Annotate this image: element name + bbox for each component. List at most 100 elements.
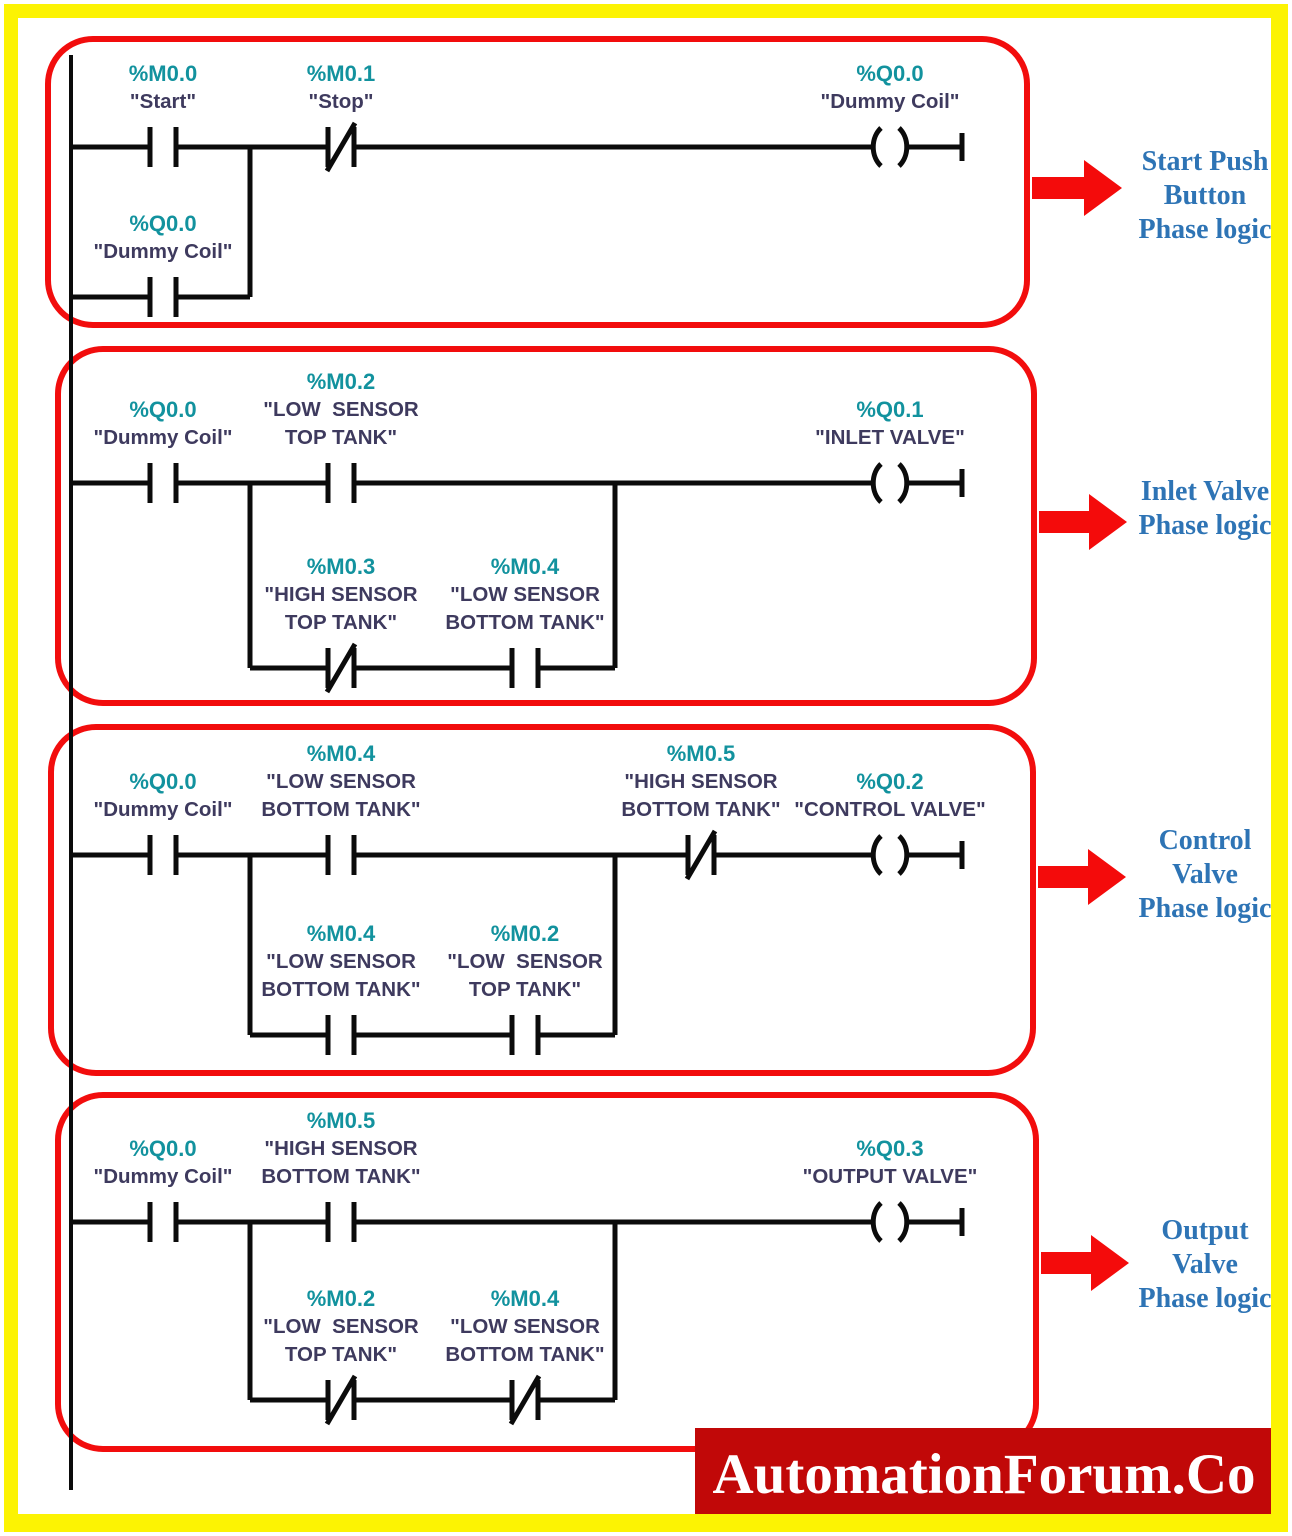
- page-border-bottom: [4, 1514, 1288, 1532]
- tag-address: %M0.4: [306, 741, 376, 766]
- tag-name: BOTTOM TANK": [261, 798, 421, 821]
- annotation-line: Phase logic: [1138, 893, 1272, 924]
- coil-icon: [870, 834, 910, 876]
- annotation-line: Valve: [1172, 859, 1238, 890]
- tag-address: %Q0.0: [129, 397, 197, 422]
- rung-1-annotation: Start Push Button Phase logic: [1115, 145, 1292, 247]
- tag-name: "HIGH SENSOR: [264, 1137, 418, 1160]
- no-contact-icon: [509, 648, 541, 688]
- tag-address: %Q0.0: [129, 769, 197, 794]
- rung-3-annotation: Control Valve Phase logic: [1115, 824, 1292, 926]
- no-contact-icon: [147, 463, 179, 503]
- tag-address: %Q0.0: [129, 1136, 197, 1161]
- tag-name: "HIGH SENSOR: [264, 583, 418, 606]
- tag-address: %M0.3: [306, 554, 376, 579]
- nc-contact-icon: [325, 648, 357, 688]
- tag-address: %M0.4: [490, 554, 560, 579]
- contact-label: %Q0.0 "Dummy Coil": [53, 1134, 273, 1191]
- contact-label: %M0.0 "Start": [53, 59, 273, 116]
- tag-name: BOTTOM TANK": [621, 798, 781, 821]
- nc-slash-icon: [508, 1374, 542, 1426]
- branch-vertical: [247, 1222, 618, 1400]
- tag-name: "Dummy Coil": [820, 90, 960, 113]
- annotation-line: Phase logic: [1138, 510, 1272, 541]
- annotation-line: Valve: [1172, 1249, 1238, 1280]
- tag-name: BOTTOM TANK": [445, 1343, 605, 1366]
- nc-contact-icon: [325, 127, 357, 167]
- tag-name: "Stop": [308, 90, 374, 113]
- no-contact-icon: [509, 1015, 541, 1055]
- branch-vertical: [247, 483, 618, 668]
- tag-name: BOTTOM TANK": [445, 611, 605, 634]
- rung-3-wiring: [71, 829, 965, 1055]
- tag-name: "Dummy Coil": [93, 240, 233, 263]
- tag-address: %Q0.1: [856, 397, 924, 422]
- nc-slash-icon: [324, 642, 358, 694]
- tag-name: "Start": [129, 90, 197, 113]
- annotation-line: Output: [1161, 1215, 1249, 1246]
- tag-address: %Q0.3: [856, 1136, 924, 1161]
- annotation-line: Phase logic: [1138, 1283, 1272, 1314]
- tag-name: "LOW SENSOR: [450, 1315, 600, 1338]
- contact-label: %M0.4 "LOW SENSOR BOTTOM TANK": [415, 552, 635, 637]
- rung-4-wiring: [71, 1201, 965, 1426]
- coil-label: %Q0.2 "CONTROL VALVE": [780, 767, 1000, 824]
- contact-label: %Q0.0 "Dummy Coil": [53, 767, 273, 824]
- contact-label: %M0.4 "LOW SENSOR BOTTOM TANK": [231, 919, 451, 1004]
- annotation-arrows: [1032, 160, 1129, 1291]
- watermark-banner: AutomationForum.Co: [695, 1428, 1273, 1520]
- nc-slash-icon: [324, 1374, 358, 1426]
- tag-address: %M0.5: [306, 1108, 376, 1133]
- page-border-top: [4, 4, 1288, 18]
- contact-label: %M0.2 "LOW SENSOR TOP TANK": [415, 919, 635, 1004]
- nc-contact-icon: [685, 835, 717, 875]
- nc-slash-icon: [684, 829, 718, 881]
- contact-label: %M0.5 "HIGH SENSOR BOTTOM TANK": [591, 739, 811, 824]
- contact-label: %M0.3 "HIGH SENSOR TOP TANK": [231, 552, 451, 637]
- tag-address: %Q0.0: [856, 61, 924, 86]
- tag-name: "INLET VALVE": [815, 426, 965, 449]
- page-border-right: [1271, 4, 1288, 1532]
- no-contact-icon: [147, 127, 179, 167]
- rung-3-box: [48, 724, 1036, 1076]
- tag-name: BOTTOM TANK": [261, 1165, 421, 1188]
- coil-label: %Q0.1 "INLET VALVE": [780, 395, 1000, 452]
- tag-address: %M0.4: [490, 1286, 560, 1311]
- rung-2-wiring: [71, 462, 965, 694]
- contact-label: %Q0.0 "Dummy Coil": [53, 209, 273, 266]
- tag-address: %M0.5: [666, 741, 736, 766]
- contact-label: %M0.5 "HIGH SENSOR BOTTOM TANK": [231, 1106, 451, 1191]
- arrow-right-icon: [1041, 1235, 1129, 1291]
- tag-name: "LOW SENSOR: [263, 1315, 419, 1338]
- tag-name: "LOW SENSOR: [263, 398, 419, 421]
- rung-1-wiring: [71, 121, 965, 317]
- tag-name: "CONTROL VALVE": [794, 798, 986, 821]
- tag-address: %Q0.2: [856, 769, 924, 794]
- annotation-line: Button: [1163, 180, 1247, 211]
- tag-name: TOP TANK": [468, 978, 582, 1001]
- rung-4-annotation: Output Valve Phase logic: [1115, 1214, 1292, 1316]
- contact-label: %M0.2 "LOW SENSOR TOP TANK": [231, 367, 451, 452]
- coil-icon: [870, 1201, 910, 1243]
- tag-address: %M0.2: [306, 1286, 376, 1311]
- no-contact-icon: [325, 835, 357, 875]
- tag-name: "Dummy Coil": [93, 426, 233, 449]
- tag-address: %M0.2: [490, 921, 560, 946]
- nc-contact-icon: [509, 1380, 541, 1420]
- arrow-right-icon: [1032, 160, 1122, 216]
- coil-icon: [870, 126, 910, 168]
- rung-1-box: [45, 36, 1030, 328]
- tag-name: "OUTPUT VALVE": [802, 1165, 978, 1188]
- no-contact-icon: [147, 835, 179, 875]
- tag-name: "Dummy Coil": [93, 798, 233, 821]
- tag-address: %Q0.0: [129, 211, 197, 236]
- nc-contact-icon: [325, 1380, 357, 1420]
- arrow-right-icon: [1039, 494, 1127, 550]
- no-contact-icon: [147, 1202, 179, 1242]
- annotation-line: Start Push: [1141, 146, 1269, 177]
- tag-address: %M0.2: [306, 369, 376, 394]
- no-contact-icon: [325, 463, 357, 503]
- tag-name: TOP TANK": [284, 1343, 398, 1366]
- tag-name: "LOW SENSOR: [447, 950, 603, 973]
